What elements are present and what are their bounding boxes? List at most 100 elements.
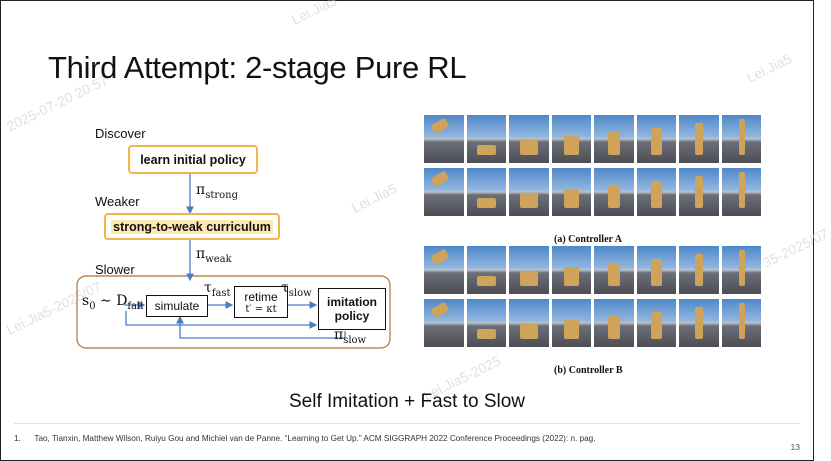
simulation-frame	[721, 299, 761, 347]
learn-initial-policy-box: learn initial policy	[128, 145, 258, 174]
character-figure	[563, 267, 580, 286]
simulation-frame	[551, 115, 591, 163]
character-figure	[694, 307, 704, 339]
strong-to-weak-curriculum-box: strong-to-weak curriculum	[104, 213, 280, 240]
simulation-frame	[424, 246, 464, 294]
slide-subtitle: Self Imitation + Fast to Slow	[288, 391, 525, 412]
simulation-frame	[551, 246, 591, 294]
simulation-frame	[466, 168, 506, 216]
character-figure	[563, 320, 580, 339]
character-figure	[563, 189, 580, 208]
simulation-frame	[679, 299, 719, 347]
simulate-box: simulate	[146, 295, 208, 317]
character-figure	[607, 131, 621, 155]
character-figure	[651, 180, 662, 208]
diagram-connectors	[76, 171, 391, 349]
character-figure	[563, 136, 580, 155]
simulation-frame	[679, 246, 719, 294]
simulation-frame	[466, 299, 506, 347]
pi-slow-label: πslow	[334, 327, 367, 346]
simulation-frame	[594, 168, 634, 216]
character-figure	[520, 140, 538, 155]
character-figure	[651, 311, 662, 339]
simulation-frame	[551, 168, 591, 216]
character-figure	[430, 248, 450, 266]
tau-slow-label: τslow	[281, 280, 312, 299]
character-figure	[520, 324, 538, 339]
stage-label-discover: Discover	[95, 126, 146, 141]
caption-controller-b: (b) Controller B	[554, 365, 623, 376]
character-figure	[430, 301, 450, 319]
retime-equation: t′ = κt	[245, 303, 277, 315]
character-figure	[430, 170, 450, 188]
learn-initial-policy-label: learn initial policy	[140, 152, 246, 167]
character-figure	[476, 144, 497, 155]
simulation-frame	[509, 299, 549, 347]
character-figure	[476, 328, 497, 339]
strong-to-weak-curriculum-label: strong-to-weak curriculum	[111, 219, 273, 234]
controller-a-frames	[424, 115, 761, 216]
slower-stage-container	[76, 275, 391, 349]
imitation-label: imitation	[327, 295, 377, 309]
arrow-s0-to-imitation	[125, 311, 318, 329]
simulation-frame	[679, 168, 719, 216]
character-figure	[694, 254, 704, 286]
caption-controller-a: (a) Controller A	[554, 234, 622, 245]
character-figure	[651, 127, 662, 155]
footnote-text: Tao, Tianxin, Matthew Wilson, Ruiyu Gou …	[34, 434, 596, 443]
simulate-label: simulate	[154, 299, 200, 313]
simulation-frame	[636, 299, 676, 347]
retime-box: retime t′ = κt	[234, 286, 288, 318]
retime-label: retime	[244, 289, 278, 304]
page-number: 13	[790, 442, 800, 452]
stage-label-slower: Slower	[95, 262, 135, 277]
character-figure	[607, 262, 621, 286]
character-figure	[430, 117, 450, 135]
simulation-frame	[636, 168, 676, 216]
arrow-policy-feedback	[176, 315, 346, 339]
character-figure	[694, 123, 704, 155]
simulation-frame	[636, 115, 676, 163]
character-figure	[651, 258, 662, 286]
character-figure	[607, 184, 621, 208]
character-figure	[738, 250, 745, 286]
simulation-frame	[509, 168, 549, 216]
character-figure	[607, 315, 621, 339]
simulation-frame	[594, 246, 634, 294]
tau-fast-label: τfast	[204, 280, 231, 299]
character-figure	[476, 275, 497, 286]
character-figure	[520, 193, 538, 208]
simulation-frame	[636, 246, 676, 294]
stage-label-weaker: Weaker	[95, 194, 140, 209]
simulation-frame	[594, 299, 634, 347]
simulation-frame	[551, 299, 591, 347]
simulation-frame	[721, 115, 761, 163]
simulation-frame	[424, 299, 464, 347]
simulation-frame	[594, 115, 634, 163]
simulation-frame	[679, 115, 719, 163]
citation-footnote: 1. Tao, Tianxin, Matthew Wilson, Ruiyu G…	[14, 434, 596, 443]
s0-distribution-label: s0 ∼ Dfall	[82, 293, 144, 312]
simulation-frame	[509, 115, 549, 163]
simulation-frame	[509, 246, 549, 294]
policy-label: policy	[334, 309, 370, 323]
imitation-policy-box: imitation policy	[318, 288, 386, 330]
controller-b-frames	[424, 246, 761, 347]
pipeline-diagram: Discover learn initial policy πstrong We…	[70, 120, 400, 360]
simulation-frame	[466, 115, 506, 163]
simulation-frame	[721, 168, 761, 216]
footer-divider	[14, 423, 800, 424]
simulation-frame	[466, 246, 506, 294]
simulation-frame	[424, 115, 464, 163]
simulation-frame	[424, 168, 464, 216]
simulation-frame	[721, 246, 761, 294]
character-figure	[520, 271, 538, 286]
character-figure	[738, 303, 745, 339]
character-figure	[694, 176, 704, 208]
character-figure	[738, 172, 745, 208]
character-figure	[738, 119, 745, 155]
pi-strong-label: πstrong	[196, 182, 238, 201]
footnote-index: 1.	[14, 434, 21, 443]
pi-weak-label: πweak	[196, 246, 232, 265]
slide-title: Third Attempt: 2-stage Pure RL	[48, 50, 467, 85]
